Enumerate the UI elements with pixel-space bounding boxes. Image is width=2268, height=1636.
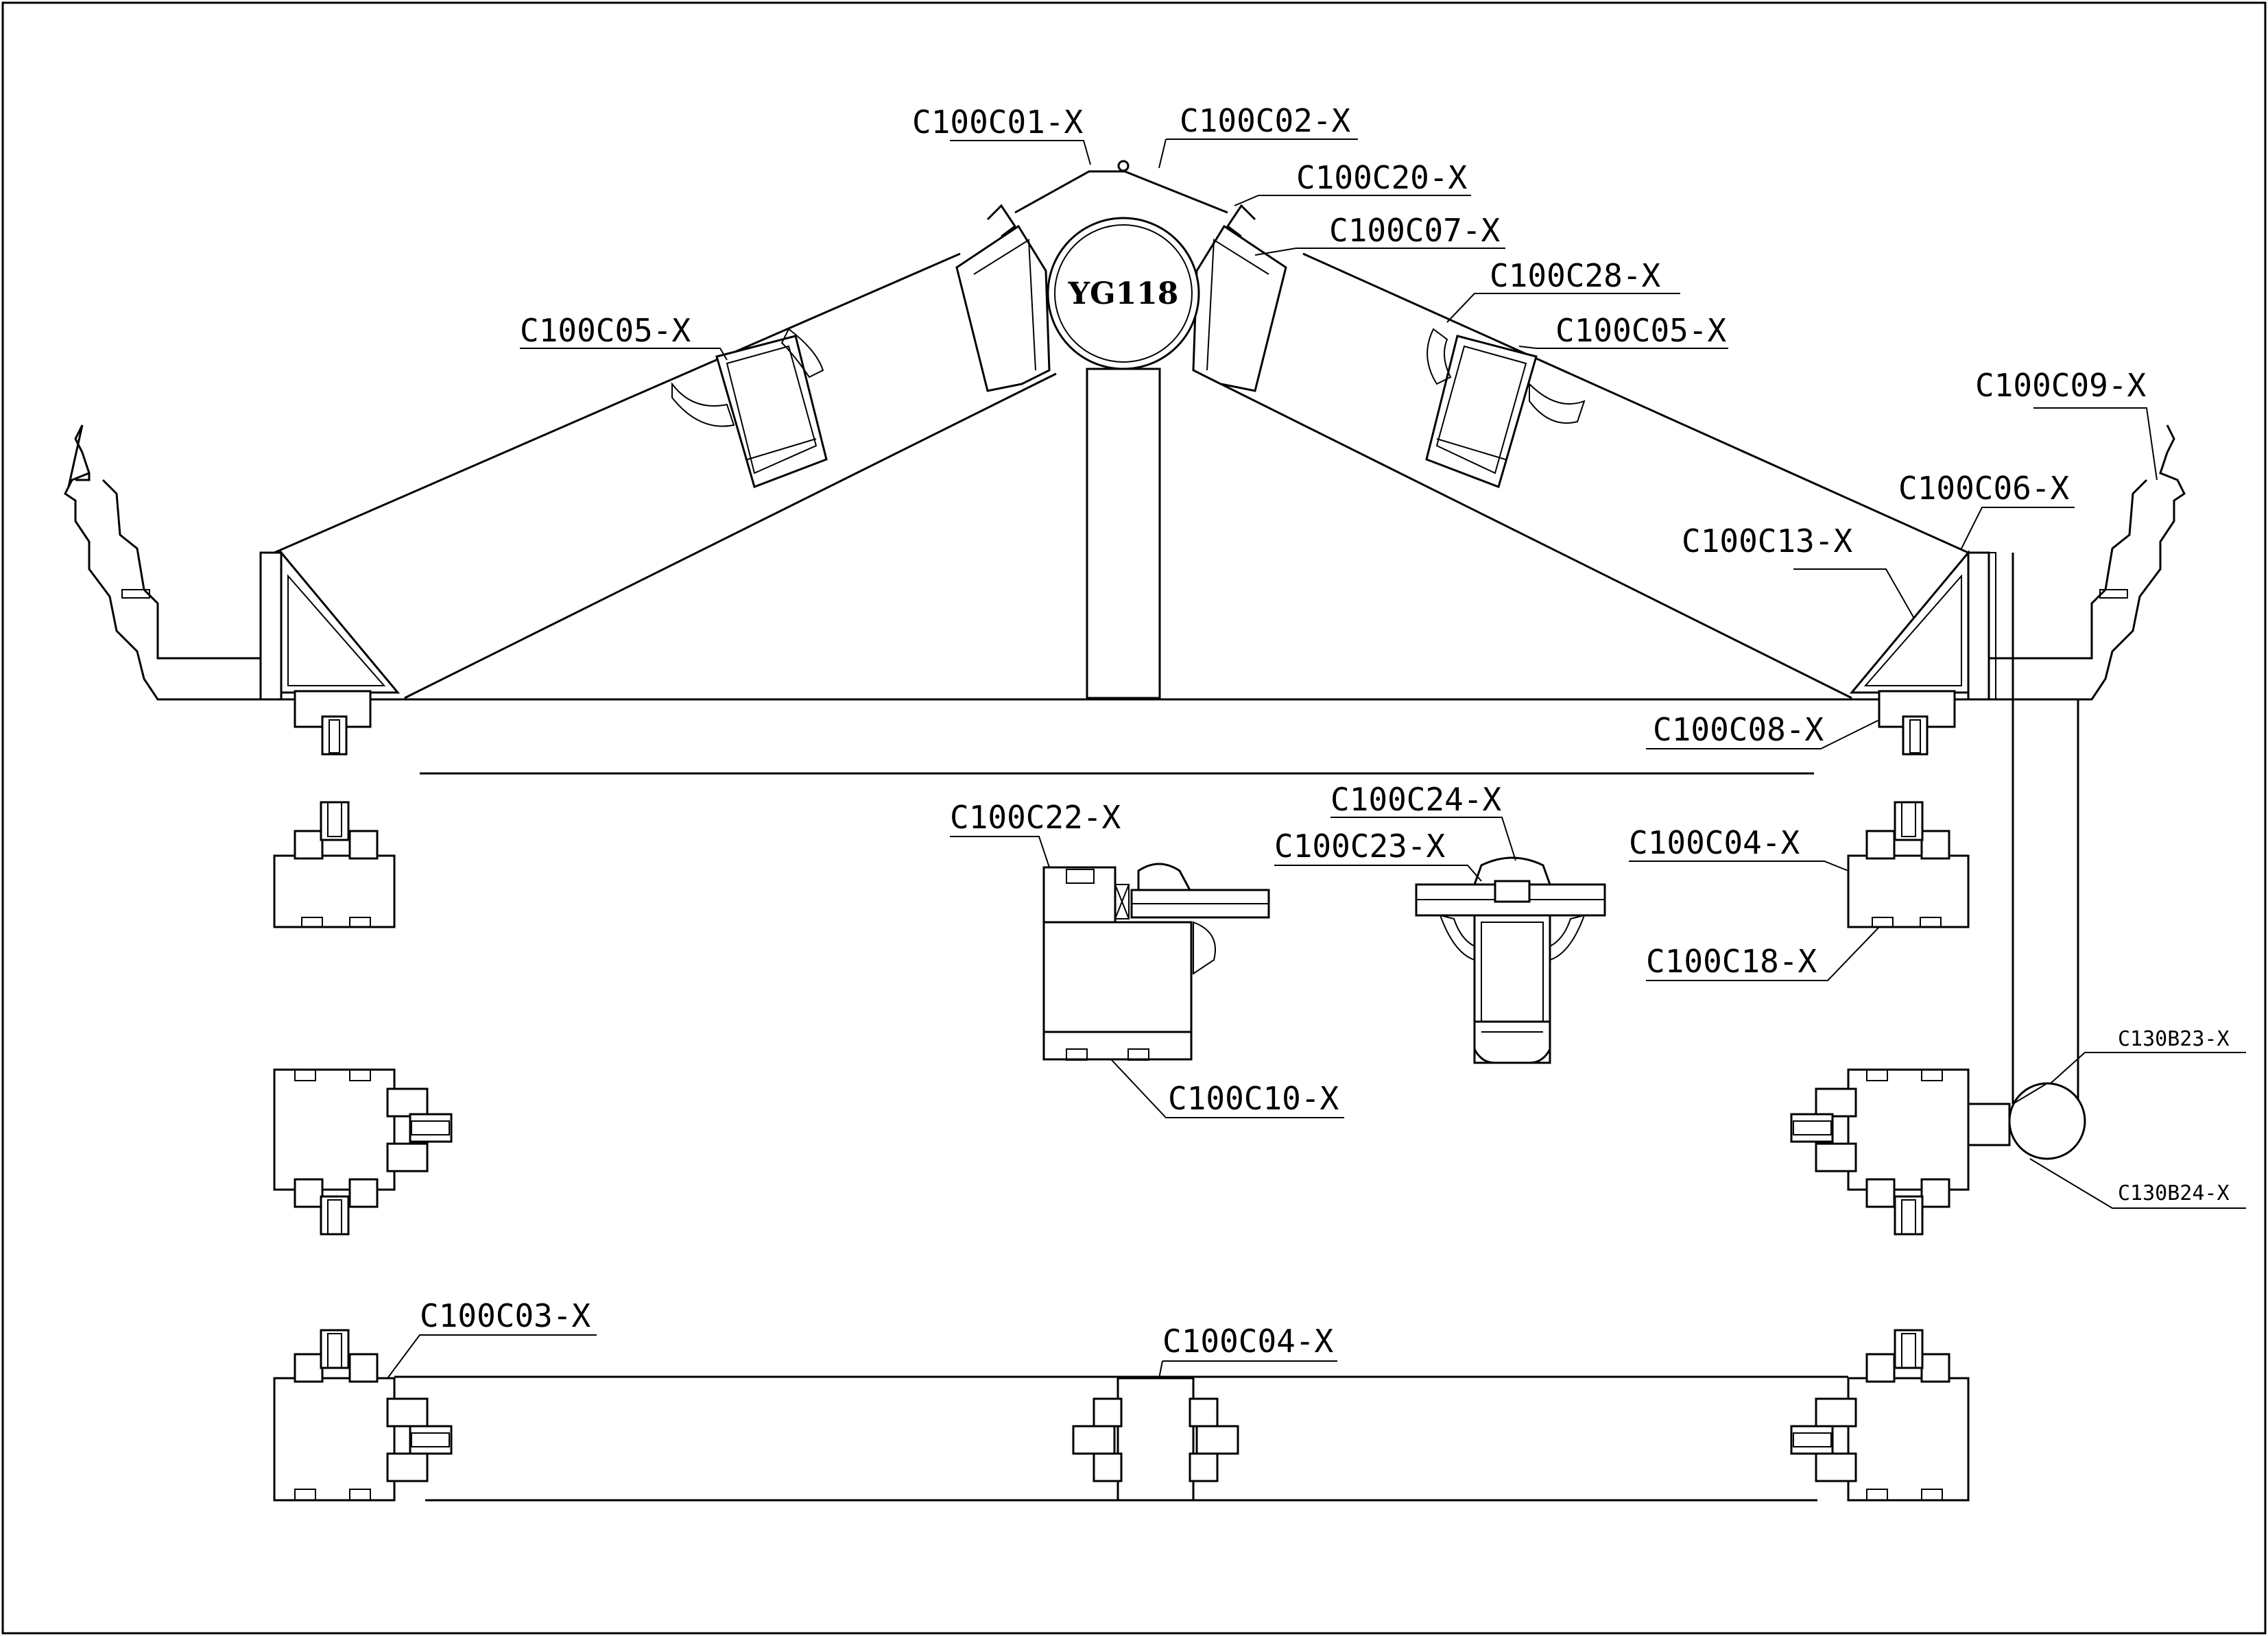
purlin-left — [671, 328, 828, 488]
callout-c07: C100C07-X — [1329, 212, 1501, 249]
king-post — [1086, 368, 1161, 699]
left-rafter-bottom — [404, 372, 1057, 699]
callout-c13: C100C13-X — [1682, 522, 1853, 560]
ridge-point — [1117, 160, 1130, 172]
callout-c10: C100C10-X — [1168, 1080, 1339, 1117]
callout-c24: C100C24-X — [1330, 781, 1502, 818]
post-block-left-2 — [273, 1068, 453, 1236]
callout-c01: C100C01-X — [912, 104, 1084, 141]
purlin-right — [1425, 328, 1586, 488]
ridge-connector-left — [955, 204, 1051, 392]
callout-c09: C100C09-X — [1975, 367, 2147, 404]
post-block-left-1 — [273, 801, 396, 928]
eave-right — [1849, 424, 2186, 1124]
right-rafter-top — [1302, 252, 1969, 554]
ridge-connector-right — [1192, 204, 1287, 392]
callout-c28: C100C28-X — [1490, 257, 1661, 294]
roof-assembly: YG118 — [64, 160, 2186, 1124]
callout-c04-bottom: C100C04-X — [1162, 1323, 1334, 1360]
callout-c22: C100C22-X — [950, 799, 1121, 836]
post-block-right-2 — [1790, 1068, 2086, 1236]
callout-c05-right: C100C05-X — [1555, 312, 1727, 349]
callout-c18: C100C18-X — [1646, 943, 1817, 980]
callout-c04-top: C100C04-X — [1629, 824, 1800, 861]
callout-c05-left: C100C05-X — [520, 312, 691, 349]
callout-c08: C100C08-X — [1653, 711, 1824, 748]
post-block-right-1 — [1847, 801, 1970, 928]
center-block-c10 — [1042, 863, 1270, 1061]
callout-b23: C130B23-X — [2118, 1027, 2230, 1051]
center-block-c23 — [1415, 856, 1606, 1064]
callout-c03: C100C03-X — [420, 1297, 591, 1334]
callout-c02: C100C02-X — [1180, 102, 1351, 139]
bottom-beam — [273, 1329, 1970, 1502]
callout-c20: C100C20-X — [1296, 159, 1468, 196]
callout-b24: C130B24-X — [2118, 1181, 2230, 1205]
right-rafter-bottom — [1199, 372, 1852, 699]
callouts: C100C01-X C100C02-X C100C20-X C100C07-X … — [387, 102, 2246, 1379]
left-rafter-top — [274, 252, 961, 554]
eave-left — [64, 424, 401, 756]
callout-c23: C100C23-X — [1274, 828, 1446, 865]
ridge-tube-label: YG118 — [1068, 276, 1179, 311]
callout-c06: C100C06-X — [1898, 470, 2070, 507]
ridge-cap — [1014, 170, 1228, 214]
